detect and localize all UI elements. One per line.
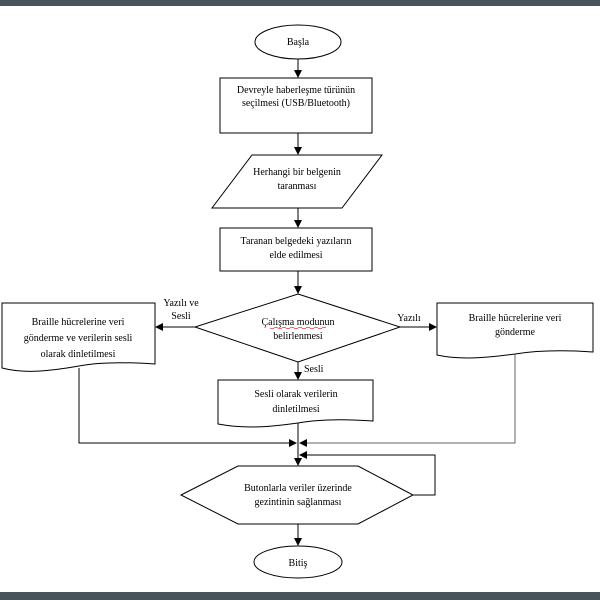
svg-text:belirlenmesi: belirlenmesi xyxy=(273,331,323,342)
preparation-navigate: Butonlarla veriler üzerinde gezintinin s… xyxy=(179,465,415,525)
svg-text:Braille hücrelerine veri: Braille hücrelerine veri xyxy=(469,313,562,324)
label-written-and-audio-2: Sesli xyxy=(171,311,191,322)
svg-text:Herhangi bir belgenin: Herhangi bir belgenin xyxy=(253,167,341,178)
svg-text:gönderme ve verilerin sesli: gönderme ve verilerin sesli xyxy=(24,333,133,344)
svg-text:gönderme: gönderme xyxy=(495,327,536,338)
start-terminal: Başla xyxy=(254,24,342,60)
spellcheck-underline xyxy=(269,326,327,330)
svg-text:olarak dinletilmesi: olarak dinletilmesi xyxy=(41,349,116,360)
process-select-communication: Devreyle haberleşme türünün seçilmesi (U… xyxy=(219,77,373,134)
svg-text:Taranan belgedeki yazıların: Taranan belgedeki yazıların xyxy=(241,236,352,247)
label-audio: Sesli xyxy=(304,364,324,375)
svg-text:Bitiş: Bitiş xyxy=(289,558,308,569)
svg-text:taranması: taranması xyxy=(278,181,317,192)
svg-text:Braille hücrelerine veri: Braille hücrelerine veri xyxy=(32,317,125,328)
label-written: Yazılı xyxy=(397,313,421,324)
svg-text:gezintinin sağlanması: gezintinin sağlanması xyxy=(255,497,342,508)
connector-loop xyxy=(299,451,436,496)
svg-text:Butonlarla veriler üzerinde: Butonlarla veriler üzerinde xyxy=(244,483,352,494)
document-braille-and-audio: Braille hücrelerine veri gönderme ve ver… xyxy=(1,302,156,372)
end-terminal: Bitiş xyxy=(253,545,343,579)
io-scan-document: Herhangi bir belgenin taranması xyxy=(210,154,384,209)
svg-text:Sesli olarak verilerin: Sesli olarak verilerin xyxy=(254,389,337,400)
svg-text:dinletilmesi: dinletilmesi xyxy=(272,404,319,415)
svg-text:Çalışma modunun: Çalışma modunun xyxy=(261,317,334,328)
decision-mode: Çalışma modunun belirlenmesi xyxy=(193,293,402,363)
document-audio-only: Sesli olarak verilerin dinletilmesi xyxy=(217,379,374,428)
svg-text:elde edilmesi: elde edilmesi xyxy=(269,250,322,261)
document-braille-only: Braille hücrelerine veri gönderme xyxy=(436,302,594,359)
top-frame-bar xyxy=(0,0,600,6)
bottom-frame-bar xyxy=(0,592,600,600)
svg-text:seçilmesi (USB/Bluetooth): seçilmesi (USB/Bluetooth) xyxy=(242,98,350,109)
label-written-and-audio: Yazılı ve xyxy=(163,298,199,309)
connector-left-merge xyxy=(78,368,297,447)
process-extract-text: Taranan belgedeki yazıların elde edilmes… xyxy=(219,227,373,272)
connector-right-merge xyxy=(299,354,516,447)
svg-text:Başla: Başla xyxy=(287,37,310,48)
svg-text:Devreyle haberleşme türünün: Devreyle haberleşme türünün xyxy=(237,85,355,96)
